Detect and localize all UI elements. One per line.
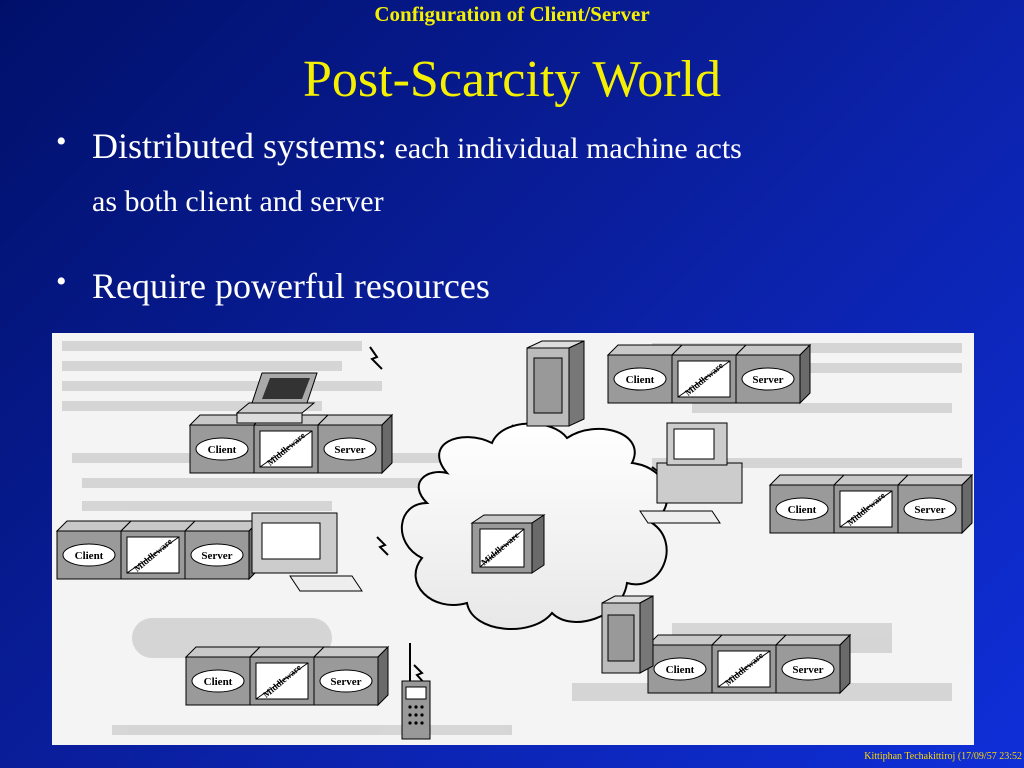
laptop-icon [235,372,318,424]
bullet-text: Distributed systems: each individual mac… [92,125,742,219]
slide-footer: Kittiphan Techakittiroj (17/09/57 23:52 [864,751,1022,762]
server-label: Server [914,504,945,516]
tower-server-icon [526,340,585,427]
client-label: Client [666,664,695,676]
client-label: Client [75,550,104,562]
bullet-continuation: as both client and server [92,185,384,218]
desktop-computer-icon [251,512,363,592]
server-label: Server [792,664,823,676]
bullet-resources: • Require powerful resources [56,265,490,307]
server-label: Server [334,444,365,456]
mobile-phone-icon [401,643,431,740]
server-label: Server [752,374,783,386]
client-label: Client [204,676,233,688]
bullet-dot: • [56,125,67,158]
central-middleware-box: Middleware [470,514,546,574]
bullet-distributed: • Distributed systems: each individual m… [56,125,956,219]
client-label: Client [208,444,237,456]
bullet-body: each individual machine acts [387,132,742,165]
server-label: Server [330,676,361,688]
server-label: Server [201,550,232,562]
tower-server-icon [601,595,654,674]
desktop-computer-icon [639,422,743,524]
bullet-text: Require powerful resources [92,266,490,306]
slide-title: Post-Scarcity World [302,51,722,108]
bullet-lead: Distributed systems: [92,126,387,166]
bullet-dot: • [56,265,67,298]
slide-header: Configuration of Client/Server [374,2,650,26]
client-label: Client [626,374,655,386]
client-label: Client [788,504,817,516]
